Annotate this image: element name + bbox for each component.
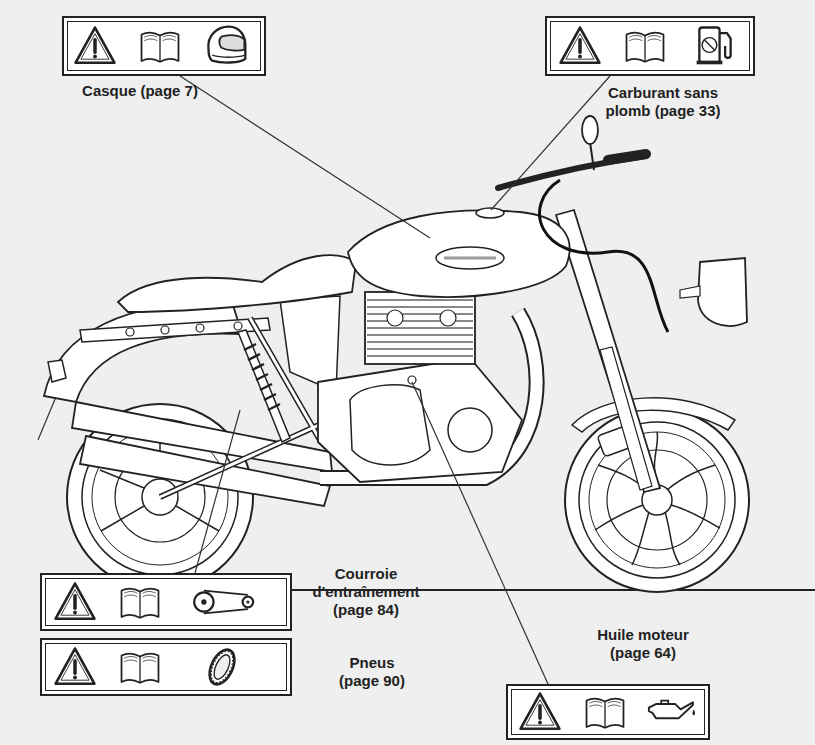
warning-icon bbox=[56, 584, 95, 619]
handlebar-grip bbox=[608, 154, 646, 160]
cooling-fins bbox=[367, 300, 473, 356]
leader-line bbox=[180, 76, 430, 238]
spark-plug-cap bbox=[440, 310, 456, 326]
rear-fender bbox=[44, 302, 242, 402]
seat bbox=[118, 255, 356, 312]
manual-icon bbox=[587, 699, 624, 728]
strut-bolt bbox=[234, 322, 242, 330]
label-caption: Courroie d'entraînement (page 84) bbox=[304, 565, 428, 619]
shock-spring bbox=[244, 344, 280, 410]
strut-bolt bbox=[161, 326, 169, 334]
warning-icon bbox=[521, 694, 560, 729]
warning-icon bbox=[76, 28, 115, 63]
tank-badge bbox=[436, 247, 504, 269]
fuel-cap bbox=[476, 208, 504, 218]
fuel-icon bbox=[697, 28, 731, 65]
badge-lettering bbox=[444, 257, 496, 260]
fuel-tank bbox=[348, 210, 570, 297]
alternator-cover bbox=[448, 408, 492, 452]
warning-label: Carburant sans plomb (page 33) bbox=[545, 16, 755, 76]
control-cable bbox=[540, 180, 668, 332]
warning-icon bbox=[561, 28, 600, 63]
oil-icon bbox=[649, 701, 695, 719]
label-box-fill bbox=[40, 573, 292, 631]
spark-plug-cap bbox=[387, 310, 403, 326]
belt-icon bbox=[194, 591, 253, 614]
front-disc bbox=[607, 450, 707, 550]
label-caption: Carburant sans plomb (page 33) bbox=[600, 84, 726, 120]
manual-icon bbox=[627, 33, 664, 62]
helmet-icon bbox=[208, 27, 245, 63]
warning-icon bbox=[56, 649, 95, 684]
shock-body bbox=[238, 330, 290, 442]
warning-label: Courroie d'entraînement (page 84) bbox=[40, 573, 292, 631]
front-tire bbox=[565, 408, 749, 592]
leader-line bbox=[412, 382, 548, 684]
strut-bolt bbox=[196, 324, 204, 332]
warning-label: Pneus (page 90) bbox=[40, 638, 292, 696]
leader-line bbox=[195, 410, 240, 573]
leader-line bbox=[491, 76, 610, 210]
manual-icon bbox=[122, 589, 159, 618]
label-box-fill bbox=[506, 684, 710, 740]
cylinder-block bbox=[365, 292, 475, 364]
manual-icon bbox=[142, 33, 179, 62]
warning-label: Huile moteur (page 64) bbox=[506, 684, 710, 740]
strut-bolt bbox=[126, 328, 134, 336]
headlight-mount bbox=[680, 286, 700, 298]
leader-line bbox=[38, 392, 58, 440]
mirror bbox=[582, 116, 598, 144]
label-caption: Casque (page 7) bbox=[80, 82, 200, 100]
headlight bbox=[698, 258, 747, 326]
label-box-fill bbox=[40, 638, 292, 696]
tire-icon bbox=[205, 646, 240, 688]
crankcase bbox=[318, 358, 522, 482]
label-box-fill bbox=[62, 16, 266, 76]
label-box-fill bbox=[545, 16, 755, 76]
lower-silencer bbox=[80, 436, 330, 506]
front-rim bbox=[579, 422, 735, 578]
side-cover bbox=[280, 296, 340, 392]
front-wheel bbox=[565, 408, 749, 592]
tail-light bbox=[48, 360, 66, 382]
warning-label: Casque (page 7) bbox=[62, 16, 266, 76]
mirror-stalk bbox=[590, 142, 594, 170]
clutch-cover bbox=[350, 385, 430, 465]
fork-slider bbox=[600, 347, 652, 490]
label-caption: Pneus (page 90) bbox=[332, 654, 412, 690]
front-fender bbox=[572, 398, 735, 432]
manual-icon bbox=[122, 654, 159, 683]
label-caption: Huile moteur (page 64) bbox=[587, 626, 699, 662]
